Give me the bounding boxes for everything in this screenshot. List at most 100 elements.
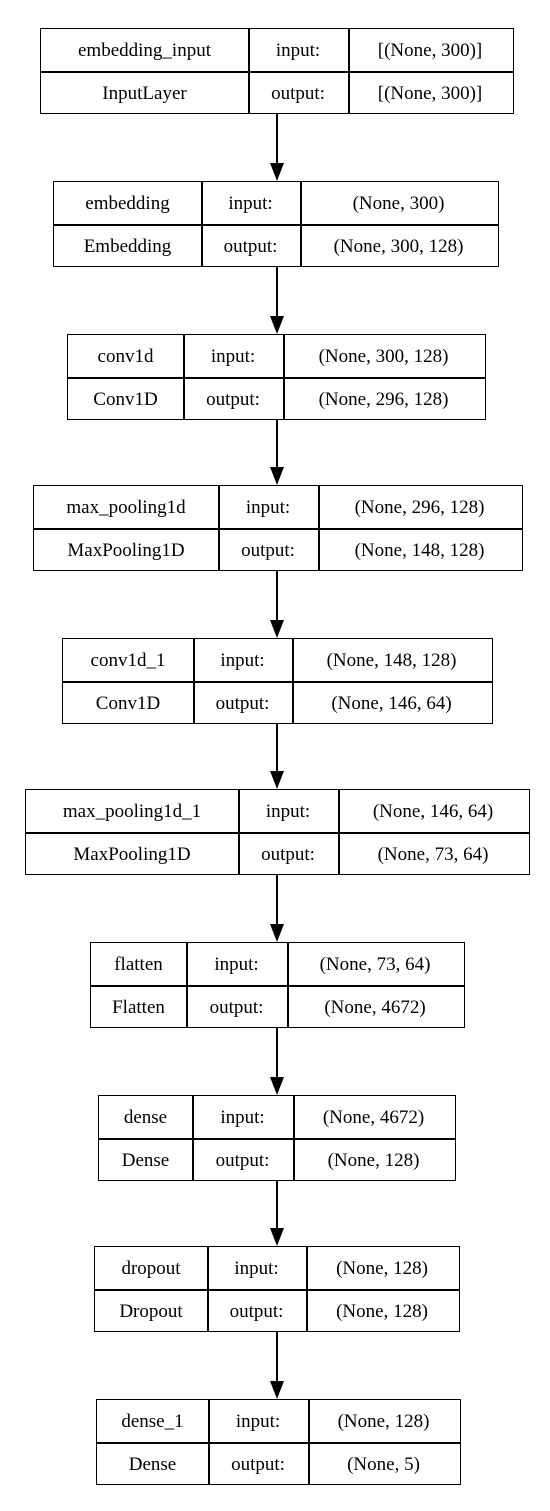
layer-type: Dropout [119,1300,183,1322]
row-divider [63,681,492,683]
layer-type: Embedding [83,235,172,257]
column-divider [300,182,302,266]
layer-name: max_pooling1d [66,496,186,518]
row-divider [26,832,529,834]
input-label: input: [235,1410,281,1432]
connector-line [276,420,278,469]
output-label: output: [209,996,264,1018]
input-label: input: [234,1257,279,1279]
connector-line [276,267,278,318]
column-divider [186,943,188,1027]
output-label: output: [261,843,315,865]
input-label: input: [245,496,291,518]
column-divider [308,1400,310,1484]
output-shape: (None, 300, 128) [333,235,464,257]
column-divider [348,29,350,113]
output-shape: (None, 128) [336,1300,428,1322]
layer-type: Dense [121,1149,170,1171]
column-divider [207,1247,209,1331]
input-shape: (None, 73, 64) [319,953,431,975]
layer-name: embedding [85,192,170,214]
layer-name: flatten [114,953,163,975]
row-divider [54,224,498,226]
output-label: output: [223,235,278,257]
input-label: input: [275,39,321,61]
input-shape: (None, 128) [337,1410,430,1432]
output-label: output: [206,388,260,410]
column-divider [201,182,203,266]
input-shape: (None, 148, 128) [326,649,457,671]
layer-name: dropout [121,1257,181,1279]
column-divider [193,639,195,723]
output-label: output: [271,82,325,104]
input-label: input: [220,649,265,671]
layer-type: Conv1D [95,692,161,714]
input-shape: (None, 4672) [322,1106,425,1128]
layer-type: MaxPooling1D [67,539,185,561]
column-divider [306,1247,308,1331]
row-divider [68,377,485,379]
arrow-down-icon [270,1228,284,1246]
column-divider [248,29,250,113]
layer-name: conv1d_1 [90,649,166,671]
arrow-down-icon [270,163,284,181]
input-label: input: [210,345,256,367]
connector-line [276,114,278,165]
column-divider [318,486,320,570]
output-label: output: [231,1453,285,1475]
arrow-down-icon [270,467,284,485]
output-label: output: [215,692,270,714]
layer-name: embedding_input [78,39,211,61]
output-shape: (None, 146, 64) [331,692,452,714]
output-shape: (None, 128) [327,1149,420,1171]
layer-type: InputLayer [102,82,187,104]
row-divider [99,1138,455,1140]
input-label: input: [228,192,273,214]
output-label: output: [215,1149,270,1171]
input-shape: [(None, 300)] [377,39,483,61]
output-shape: (None, 4672) [324,996,426,1018]
input-shape: (None, 300, 128) [318,345,449,367]
arrow-down-icon [270,924,284,942]
output-shape: (None, 148, 128) [354,539,485,561]
output-label: output: [229,1300,284,1322]
row-divider [41,71,513,73]
column-divider [338,790,340,874]
input-label: input: [214,953,259,975]
output-shape: (None, 5) [347,1453,420,1475]
arrow-down-icon [270,1381,284,1399]
arrow-down-icon [270,771,284,789]
column-divider [292,639,294,723]
input-shape: (None, 146, 64) [372,800,494,822]
layer-name: conv1d [97,345,154,367]
layer-type: Conv1D [93,388,158,410]
row-divider [34,528,522,530]
input-shape: (None, 300) [352,192,445,214]
column-divider [218,486,220,570]
connector-line [276,875,278,926]
row-divider [95,1289,459,1291]
column-divider [287,943,289,1027]
input-shape: (None, 128) [336,1257,428,1279]
layer-type: Dense [128,1453,177,1475]
arrow-down-icon [270,316,284,334]
column-divider [293,1096,295,1180]
layer-type: Flatten [112,996,165,1018]
column-divider [192,1096,194,1180]
column-divider [183,335,185,419]
input-label: input: [265,800,311,822]
connector-line [276,1332,278,1383]
output-shape: (None, 73, 64) [377,843,489,865]
connector-line [276,571,278,622]
output-shape: (None, 296, 128) [318,388,449,410]
